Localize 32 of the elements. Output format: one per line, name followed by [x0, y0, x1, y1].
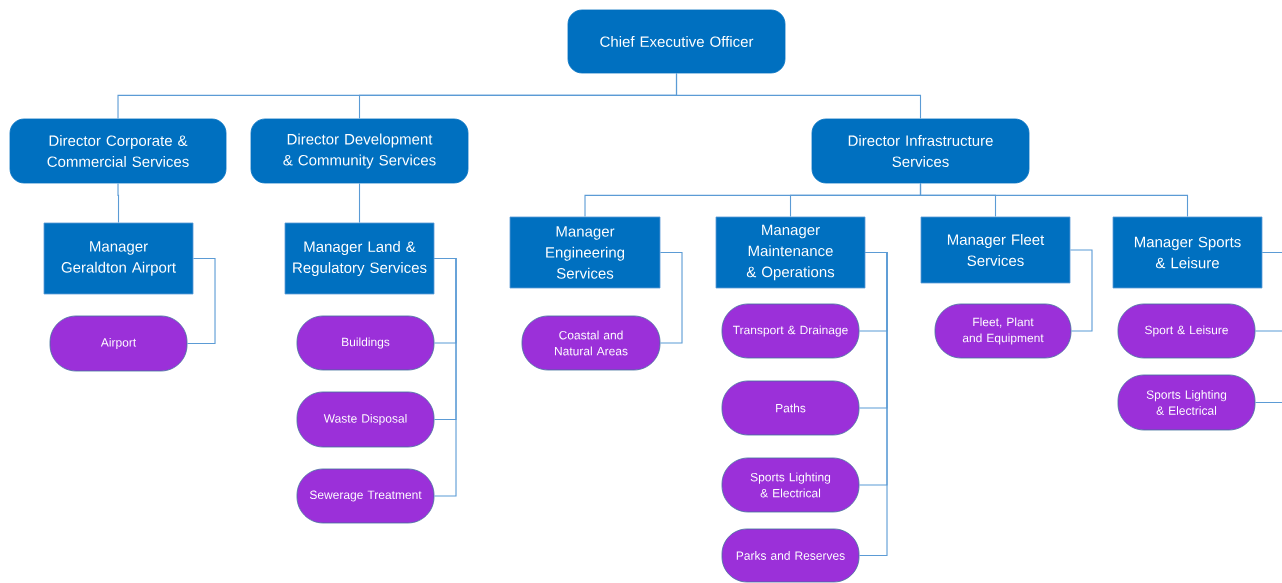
- manager-box: Manager Geraldton Airport: [43, 222, 194, 295]
- connector: [659, 251, 683, 344]
- function-pill: Paths: [721, 380, 860, 436]
- connector: [433, 257, 457, 497]
- connector: [858, 251, 888, 557]
- manager-box: Manager Engineering Services: [509, 216, 661, 289]
- function-pill: Coastal and Natural Areas: [521, 315, 661, 371]
- connector: [117, 182, 120, 224]
- connector: [358, 182, 361, 224]
- function-pill: Fleet, Plant and Equipment: [934, 303, 1072, 359]
- function-pill: Airport: [49, 315, 188, 372]
- function-pill: Sewerage Treatment: [296, 468, 435, 524]
- connector: [186, 257, 216, 345]
- function-pill: Buildings: [296, 315, 435, 371]
- role-box: Director Infrastructure Services: [811, 118, 1030, 184]
- manager-box: Manager Land & Regulatory Services: [284, 222, 435, 295]
- manager-box: Manager Maintenance & Operations: [715, 216, 866, 289]
- function-pill: Sports Lighting & Electrical: [1117, 374, 1256, 431]
- role-box: Director Development & Community Services: [250, 118, 469, 184]
- function-pill: Waste Disposal: [296, 391, 435, 448]
- connector: [919, 182, 1189, 218]
- function-pill: Sport & Leisure: [1117, 303, 1256, 359]
- connector: [1069, 249, 1093, 332]
- function-pill: Sports Lighting & Electrical: [721, 457, 860, 513]
- connector: [675, 72, 922, 120]
- role-box: Chief Executive Officer: [567, 9, 786, 74]
- manager-box: Manager Sports & Leisure: [1112, 216, 1263, 289]
- connector: [1254, 251, 1282, 404]
- function-pill: Transport & Drainage: [721, 303, 860, 359]
- role-box: Director Corporate & Commercial Services: [9, 118, 227, 184]
- manager-box: Manager Fleet Services: [920, 216, 1071, 284]
- function-pill: Parks and Reserves: [721, 528, 860, 583]
